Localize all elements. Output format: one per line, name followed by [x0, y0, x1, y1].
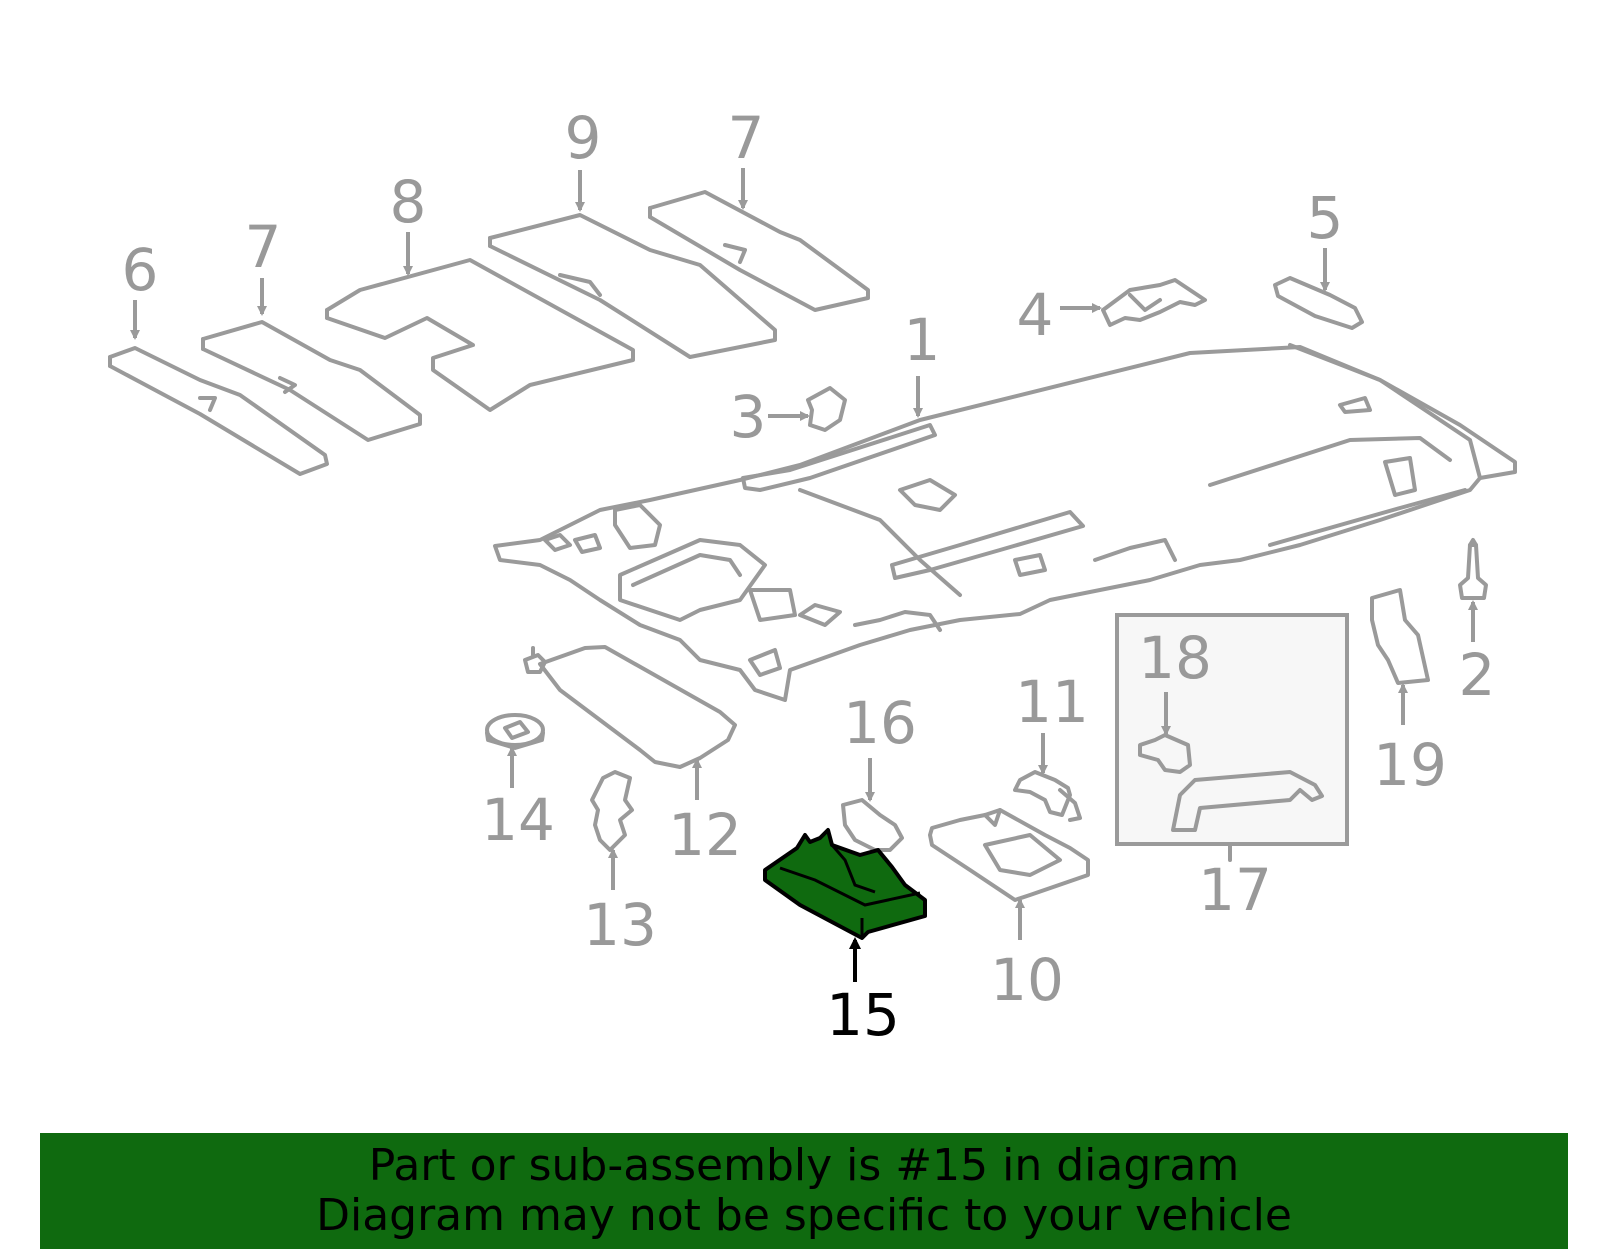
callout-15[interactable]: 15 [826, 981, 900, 1049]
info-banner: Part or sub-assembly is #15 in diagram D… [40, 1133, 1568, 1249]
callout-10: 10 [990, 946, 1064, 1014]
part-1-headliner-outline [493, 343, 1517, 702]
part-5-bracket-outline [1273, 276, 1364, 330]
callout-16: 16 [843, 689, 917, 757]
callout-11: 11 [1015, 668, 1089, 736]
part-17-handle-outline [1171, 770, 1324, 832]
callout-17: 17 [1198, 856, 1272, 924]
part-13-holder-outline [590, 770, 634, 852]
callout-14: 14 [481, 786, 555, 854]
part-14-clip-outline [485, 713, 545, 750]
part-7-left-outline [201, 320, 422, 442]
callout-1: 1 [904, 306, 941, 374]
callout-7-right: 7 [728, 104, 765, 172]
callout-9: 9 [565, 104, 602, 172]
part-12-sun-visor-outline [523, 645, 737, 769]
callout-5: 5 [1307, 184, 1344, 252]
callout-12: 12 [668, 801, 742, 869]
part-15-body [763, 828, 927, 940]
part-19-bracket-outline [1370, 588, 1430, 685]
part-11-bulb-outline [1013, 770, 1082, 822]
callout-8: 8 [390, 168, 427, 236]
banner-line-2: Diagram may not be specific to your vehi… [316, 1190, 1292, 1241]
banner-line-1: Part or sub-assembly is #15 in diagram [368, 1140, 1240, 1191]
callout-13: 13 [583, 891, 657, 959]
part-18-cover-outline [1138, 733, 1192, 774]
part-16-lens-outline [841, 798, 904, 852]
callout-6: 6 [122, 236, 159, 304]
callout-19: 19 [1373, 731, 1447, 799]
part-6-outline [108, 346, 329, 476]
part-8-outline [325, 258, 635, 412]
part-15-highlighted[interactable] [763, 828, 927, 940]
callout-3: 3 [730, 383, 767, 451]
callout-4: 4 [1017, 281, 1054, 349]
part-3-clip-outline [806, 386, 847, 432]
callout-arrows [130, 168, 1478, 982]
part-9-outline [488, 213, 777, 359]
part-2-fastener-outline [1458, 538, 1488, 600]
part-4-bracket-outline [1101, 278, 1207, 327]
part-7-right-outline [648, 190, 870, 312]
callout-7-left: 7 [245, 213, 282, 281]
part-10-lamp-outline [928, 808, 1090, 902]
callout-2: 2 [1459, 641, 1496, 709]
callout-18: 18 [1138, 624, 1212, 692]
